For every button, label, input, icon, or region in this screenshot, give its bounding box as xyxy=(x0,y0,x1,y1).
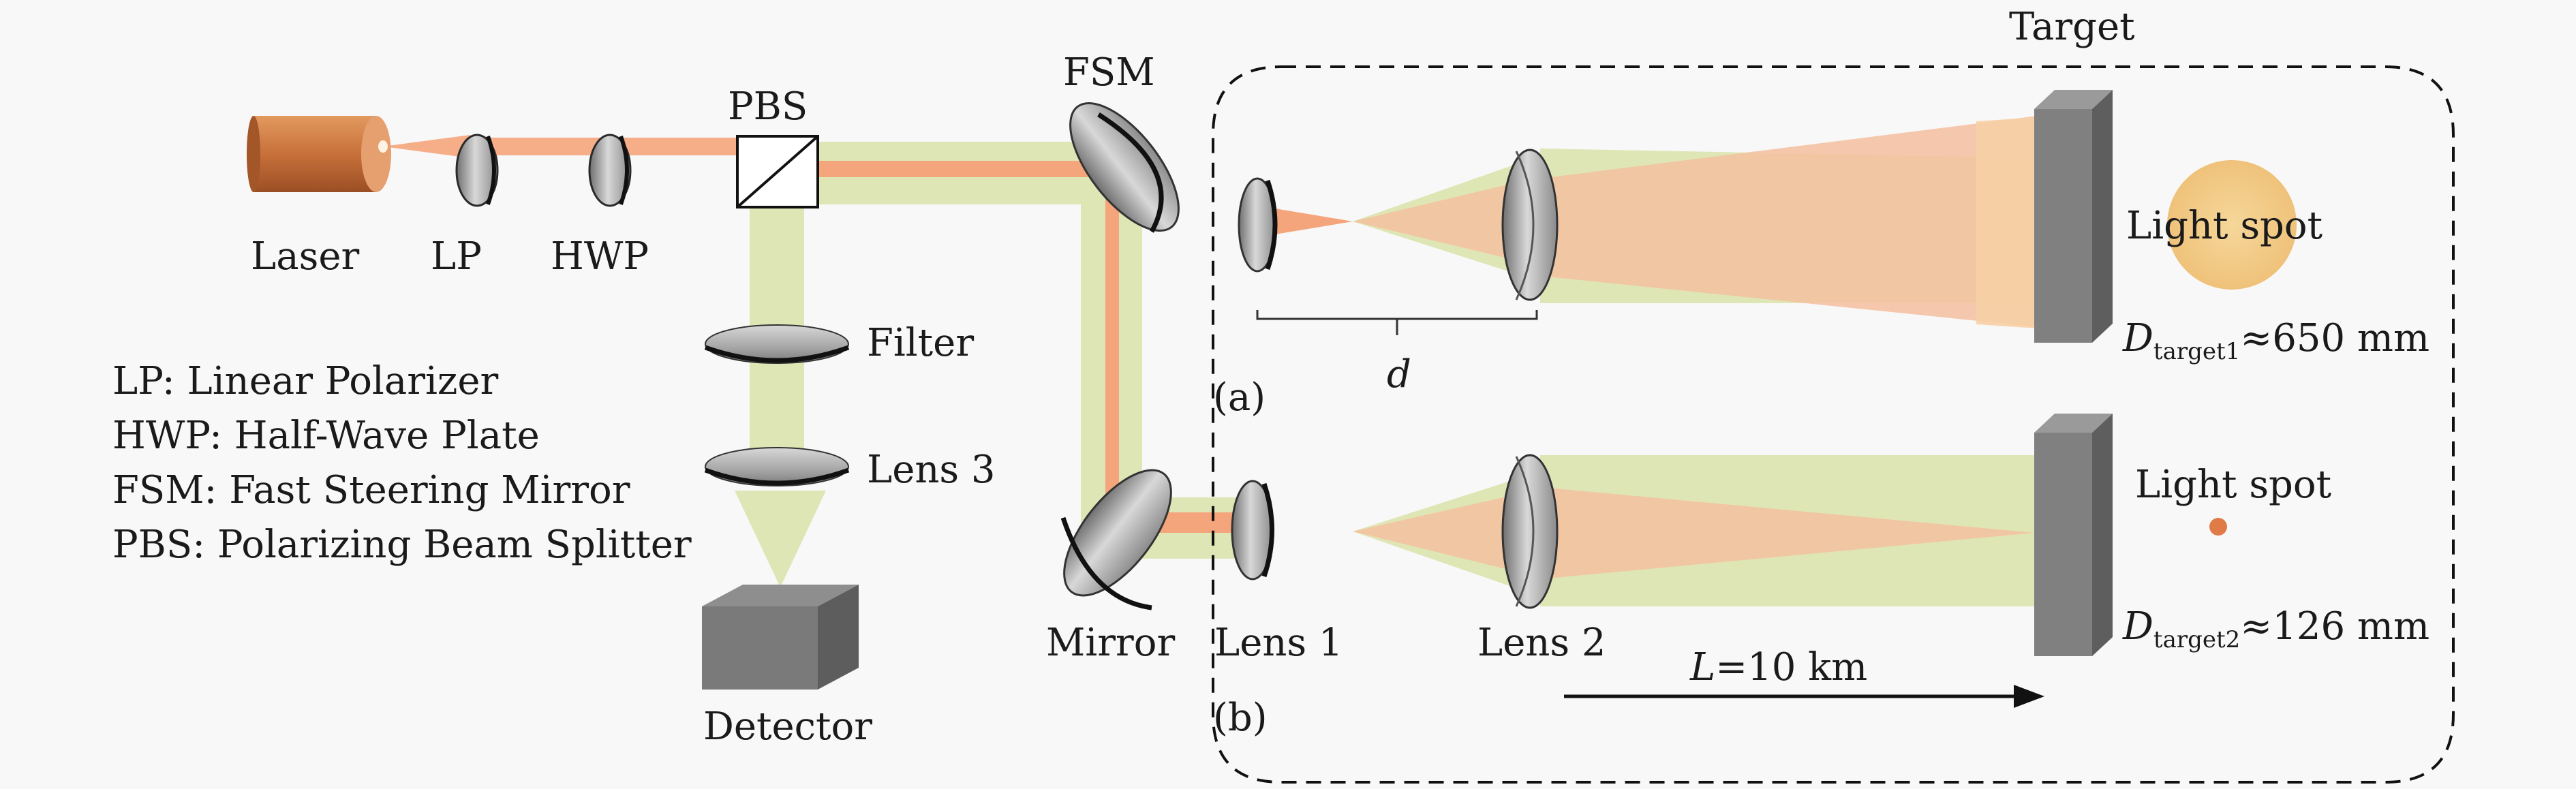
distance-value: =10 km xyxy=(1715,645,1867,690)
lp-polarizer xyxy=(455,134,499,207)
beam-a-collimated-core xyxy=(1540,116,2038,327)
diameter-a-symbol: D xyxy=(2122,316,2153,360)
lens-b-large xyxy=(1501,454,1559,609)
pbs-cube xyxy=(736,135,819,208)
beam-pbs-to-fsm-core xyxy=(815,161,1108,177)
beam-b-core-cone xyxy=(1353,491,1533,576)
lens-b-small xyxy=(1231,480,1274,581)
beam-a-input-cone xyxy=(1271,208,1353,235)
lens-3 xyxy=(704,447,850,486)
label-laser: Laser xyxy=(251,234,359,279)
target-title: Target xyxy=(2009,5,2135,49)
diameter-a-subscript: target1 xyxy=(2153,338,2240,365)
detector-box xyxy=(702,585,859,690)
panel-b-tag: (b) xyxy=(1213,696,1268,740)
beam-fsm-to-mirror-core xyxy=(1105,177,1119,504)
distance-arrow xyxy=(1564,685,2044,708)
label-detector: Detector xyxy=(703,705,872,749)
label-hwp: HWP xyxy=(551,234,649,279)
target-b xyxy=(2034,414,2113,656)
label-lens3: Lens 3 xyxy=(867,448,996,492)
label-lp: LP xyxy=(431,234,482,279)
d-bracket xyxy=(1256,310,1538,335)
label-lens2: Lens 2 xyxy=(1477,621,1606,665)
spot-label-a: Light spot xyxy=(2126,204,2323,248)
diameter-b-subscript: target2 xyxy=(2153,626,2240,653)
light-spot-small xyxy=(2209,518,2227,536)
legend-item: HWP: Half-Wave Plate xyxy=(112,414,540,458)
beam-b-converging-core xyxy=(1540,487,2034,579)
target-a xyxy=(2034,90,2113,343)
legend-item: PBS: Polarizing Beam Splitter xyxy=(112,523,692,567)
label-fsm: FSM xyxy=(1063,50,1155,95)
diameter-b: Dtarget2≈126 mm xyxy=(2122,604,2429,653)
diameter-a: Dtarget1≈650 mm xyxy=(2122,316,2429,365)
label-filter: Filter xyxy=(867,321,974,365)
laser-source xyxy=(247,116,391,192)
legend-item: FSM: Fast Steering Mirror xyxy=(112,468,630,512)
diameter-a-value: ≈650 mm xyxy=(2240,316,2429,360)
lens-a-small xyxy=(1238,177,1278,273)
mirror xyxy=(1060,469,1172,610)
dashed-boundary xyxy=(1212,65,2455,784)
panel-a-tag: (a) xyxy=(1213,375,1266,420)
d-label: d xyxy=(1387,352,1411,397)
label-pbs: PBS xyxy=(728,84,808,129)
distance-label: L=10 km xyxy=(1689,645,1867,690)
light-spot-large xyxy=(2167,160,2297,290)
distance-symbol: L xyxy=(1689,645,1715,690)
beam-a-spill xyxy=(1976,117,2038,328)
lens-a-large xyxy=(1501,149,1559,301)
beam-a-core-cone xyxy=(1353,179,1533,264)
focus-cone-to-lp xyxy=(383,135,470,158)
spot-label-b: Light spot xyxy=(2135,463,2332,507)
legend-item: LP: Linear Polarizer xyxy=(112,359,499,403)
filter-optic xyxy=(704,324,850,364)
diameter-b-symbol: D xyxy=(2122,604,2153,649)
fsm-mirror xyxy=(1069,102,1180,233)
beam-lens3-to-detector xyxy=(735,491,826,587)
label-lens1: Lens 1 xyxy=(1214,621,1343,665)
hwp-plate xyxy=(588,134,632,207)
label-mirror: Mirror xyxy=(1046,621,1176,665)
diameter-b-value: ≈126 mm xyxy=(2240,604,2429,649)
